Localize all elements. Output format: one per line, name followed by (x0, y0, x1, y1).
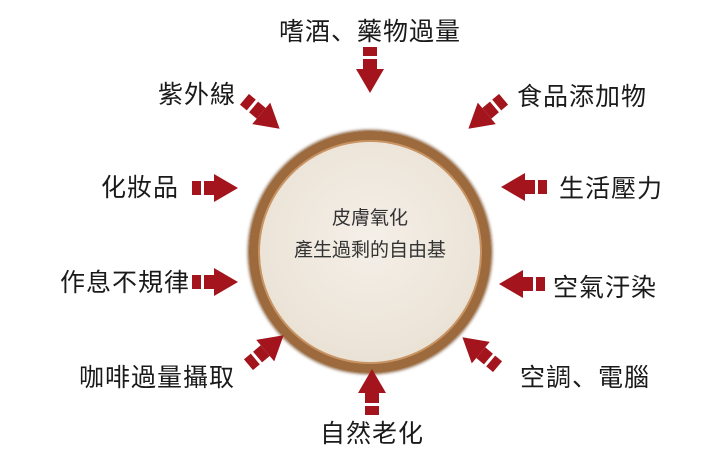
arrow-icon-stress (501, 172, 547, 202)
arrow-icon-irregular (192, 267, 238, 297)
center-subtitle: 產生過剩的自由基 (293, 239, 447, 261)
factor-cosmetics: 化妝品 (100, 173, 180, 202)
arrow-icon-aging (357, 369, 387, 415)
factor-uv: 紫外線 (157, 80, 237, 109)
arrow-icon-uv (235, 88, 290, 141)
center-title: 皮膚氧化 (331, 207, 409, 229)
arrow-icon-ac (453, 326, 508, 379)
factor-irregular: 作息不規律 (59, 268, 191, 297)
factor-additives: 食品添加物 (516, 82, 648, 111)
arrow-icon-cosmetics (192, 173, 238, 203)
factor-ac: 空調、電腦 (519, 363, 651, 392)
factor-alcohol: 嗜酒、藥物過量 (278, 17, 462, 46)
arrow-icon-pollution (499, 269, 545, 299)
factor-coffee: 咖啡過量攝取 (78, 363, 236, 392)
arrow-icon-additives (459, 88, 514, 141)
arrow-icon-alcohol (355, 47, 385, 93)
arrow-icon-coffee (239, 324, 294, 377)
center-circle: 皮膚氧化 產生過剩的自由基 (249, 131, 491, 373)
factor-stress: 生活壓力 (558, 174, 664, 203)
factor-aging: 自然老化 (319, 419, 425, 448)
factor-pollution: 空氣汙染 (552, 273, 658, 302)
